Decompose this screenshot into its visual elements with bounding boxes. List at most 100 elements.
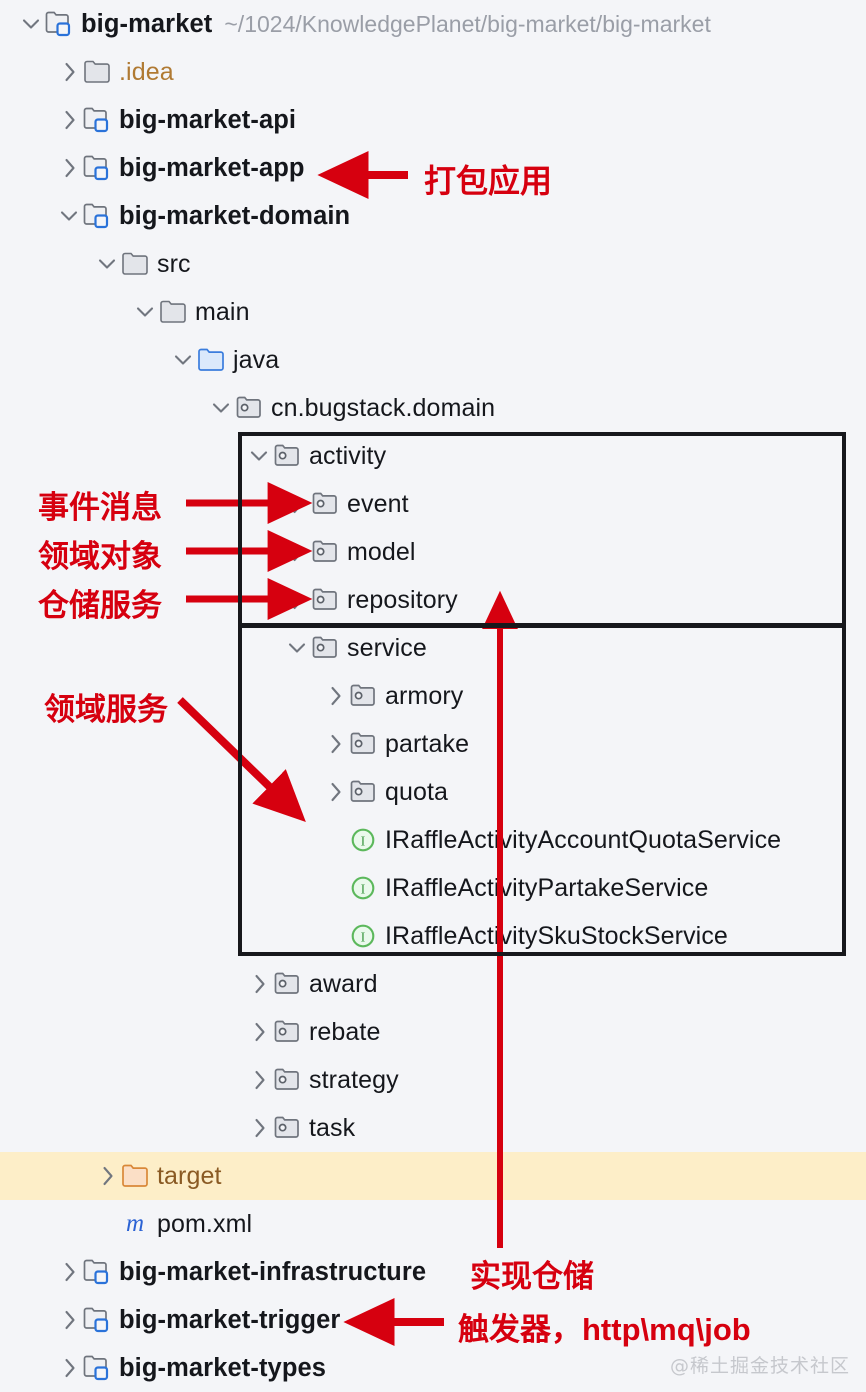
module-folder-icon <box>82 1257 112 1287</box>
package-icon <box>272 1065 302 1095</box>
annotation-label-domain-service: 领域服务 <box>44 692 168 727</box>
tree-row-rebate[interactable]: rebate <box>0 1008 866 1056</box>
chevron-right-icon[interactable] <box>56 155 82 181</box>
tree-row-label: IRaffleActivityPartakeService <box>385 873 709 902</box>
tree-row-IRaffleActivityPartakeService[interactable]: I IRaffleActivityPartakeService <box>0 864 866 912</box>
tree-row-quota[interactable]: quota <box>0 768 866 816</box>
chevron-right-icon[interactable] <box>94 1163 120 1189</box>
chevron-down-icon[interactable] <box>208 395 234 421</box>
chevron-right-icon[interactable] <box>246 971 272 997</box>
tree-row-main[interactable]: main <box>0 288 866 336</box>
tree-row-big-market-app[interactable]: big-market-app <box>0 144 866 192</box>
tree-row-activity[interactable]: activity <box>0 432 866 480</box>
package-icon <box>310 489 340 519</box>
tree-row-event[interactable]: event <box>0 480 866 528</box>
tree-row-task[interactable]: task <box>0 1104 866 1152</box>
folder-icon <box>120 249 150 279</box>
tree-row-big-market-trigger[interactable]: big-market-trigger <box>0 1296 866 1344</box>
tree-row-armory[interactable]: armory <box>0 672 866 720</box>
tree-row-big-market-types[interactable]: big-market-types <box>0 1344 866 1392</box>
annotation-label-trigger-note: 触发器，http\mq\job <box>458 1312 751 1347</box>
annotation-label-impl-repo: 实现仓储 <box>470 1259 594 1294</box>
outline-box-bottom <box>238 624 846 956</box>
tree-row-idea[interactable]: .idea <box>0 48 866 96</box>
tree-row-label: big-market-api <box>119 105 297 134</box>
tree-row-java[interactable]: java <box>0 336 866 384</box>
module-folder-icon <box>82 201 112 231</box>
tree-row-big-market-domain[interactable]: big-market-domain <box>0 192 866 240</box>
tree-row-src[interactable]: src <box>0 240 866 288</box>
package-icon <box>348 777 378 807</box>
chevron-right-icon[interactable] <box>246 1019 272 1045</box>
chevron-right-icon[interactable] <box>56 107 82 133</box>
package-icon <box>272 441 302 471</box>
tree-row-cn.bugstack.domain[interactable]: cn.bugstack.domain <box>0 384 866 432</box>
folder-icon <box>82 57 112 87</box>
chevron-down-icon[interactable] <box>56 203 82 229</box>
folder-icon <box>158 297 188 327</box>
package-icon <box>310 537 340 567</box>
tree-row-partake[interactable]: partake <box>0 720 866 768</box>
tree-row-label: big-market <box>81 9 213 38</box>
chevron-down-icon[interactable] <box>132 299 158 325</box>
tree-row-award[interactable]: award <box>0 960 866 1008</box>
tree-row-label: rebate <box>309 1017 381 1046</box>
tree-row-label: java <box>233 345 280 374</box>
tree-row-label: big-market-domain <box>119 201 351 230</box>
maven-icon: m <box>120 1209 150 1239</box>
tree-row-strategy[interactable]: strategy <box>0 1056 866 1104</box>
tree-row-IRaffleActivitySkuStockService[interactable]: I IRaffleActivitySkuStockService <box>0 912 866 960</box>
tree-row-label: armory <box>385 681 464 710</box>
package-icon <box>272 969 302 999</box>
chevron-right-icon[interactable] <box>322 779 348 805</box>
module-folder-icon <box>82 153 112 183</box>
annotation-label-repo-service: 仓储服务 <box>38 588 162 623</box>
tree-row-label: task <box>309 1113 356 1142</box>
chevron-right-icon[interactable] <box>56 1355 82 1381</box>
tree-row-label: big-market-infrastructure <box>119 1257 427 1286</box>
svg-text:I: I <box>361 930 366 945</box>
tree-row-big-market-infrastructure[interactable]: big-market-infrastructure <box>0 1248 866 1296</box>
tree-row-label: IRaffleActivitySkuStockService <box>385 921 728 950</box>
interface-icon: I <box>348 921 378 951</box>
chevron-right-icon[interactable] <box>56 59 82 85</box>
tree-row-label: service <box>347 633 427 662</box>
chevron-down-icon[interactable] <box>18 11 44 37</box>
chevron-down-icon[interactable] <box>284 635 310 661</box>
tree-row-label: activity <box>309 441 387 470</box>
tree-row-label: cn.bugstack.domain <box>271 393 496 422</box>
tree-row-label: big-market-types <box>119 1353 327 1382</box>
chevron-right-icon[interactable] <box>322 683 348 709</box>
tree-row-label: big-market-trigger <box>119 1305 341 1334</box>
tree-row-big-market[interactable]: big-market~/1024/KnowledgePlanet/big-mar… <box>0 0 866 48</box>
chevron-down-icon[interactable] <box>246 443 272 469</box>
chevron-down-icon[interactable] <box>94 251 120 277</box>
package-icon <box>272 1017 302 1047</box>
chevron-right-icon[interactable] <box>246 1067 272 1093</box>
package-icon <box>310 633 340 663</box>
module-folder-icon <box>82 1305 112 1335</box>
tree-row-repository[interactable]: repository <box>0 576 866 624</box>
svg-text:I: I <box>361 834 366 849</box>
annotation-label-pack-app: 打包应用 <box>424 163 553 199</box>
tree-row-label: partake <box>385 729 470 758</box>
package-icon <box>348 681 378 711</box>
tree-row-label: .idea <box>119 57 174 86</box>
chevron-right-icon[interactable] <box>56 1259 82 1285</box>
tree-row-label: model <box>347 537 416 566</box>
tree-row-label: src <box>157 249 191 278</box>
interface-icon: I <box>348 825 378 855</box>
svg-text:I: I <box>361 882 366 897</box>
tree-row-service[interactable]: service <box>0 624 866 672</box>
chevron-right-icon[interactable] <box>246 1115 272 1141</box>
tree-row-target[interactable]: target <box>0 1152 866 1200</box>
tree-row-big-market-api[interactable]: big-market-api <box>0 96 866 144</box>
chevron-right-icon[interactable] <box>322 731 348 757</box>
tree-row-model[interactable]: model <box>0 528 866 576</box>
chevron-right-icon[interactable] <box>56 1307 82 1333</box>
chevron-down-icon[interactable] <box>170 347 196 373</box>
